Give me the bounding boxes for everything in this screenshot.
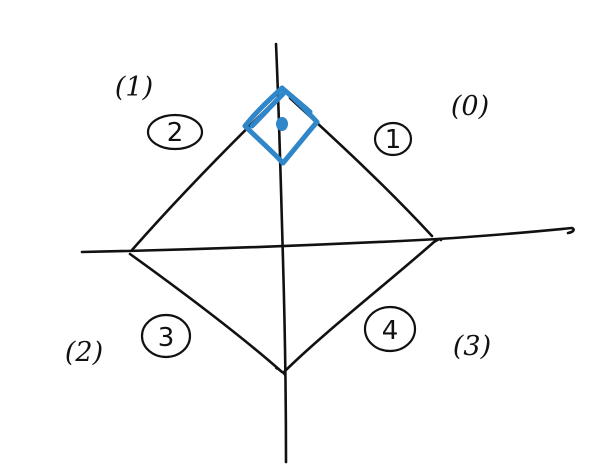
quadrant-index-q2: (1) (115, 72, 153, 103)
diamond-edge-bottom-right (282, 237, 443, 374)
x-axis (80, 226, 575, 254)
circle-marker-q4 (363, 305, 417, 353)
quadrant-index-q3: (2) (65, 337, 103, 368)
circled-number-q1: 1 (385, 125, 402, 155)
circle-marker-q2 (146, 113, 204, 151)
quadrant-q2: 2 (1) (115, 72, 204, 151)
quadrant-index-q4: (3) (453, 331, 491, 362)
highlight-diamond (242, 85, 320, 166)
quadrant-index-q1: (0) (451, 91, 489, 122)
diamond-edge-bottom-left (128, 252, 284, 374)
circled-number-q2: 2 (167, 118, 184, 148)
circled-number-q3: 3 (158, 323, 175, 353)
circle-marker-q3 (140, 313, 192, 359)
y-axis (274, 42, 288, 464)
quadrant-q1: 1 (0) (373, 91, 489, 157)
quadrant-q3: 3 (2) (65, 313, 192, 368)
diamond-vertex-bottom-hook (274, 366, 287, 377)
quadrant-q4: 4 (3) (363, 305, 491, 362)
circled-number-q4: 4 (382, 316, 399, 346)
highlight-dot (276, 117, 288, 131)
circle-marker-q1 (373, 121, 413, 157)
